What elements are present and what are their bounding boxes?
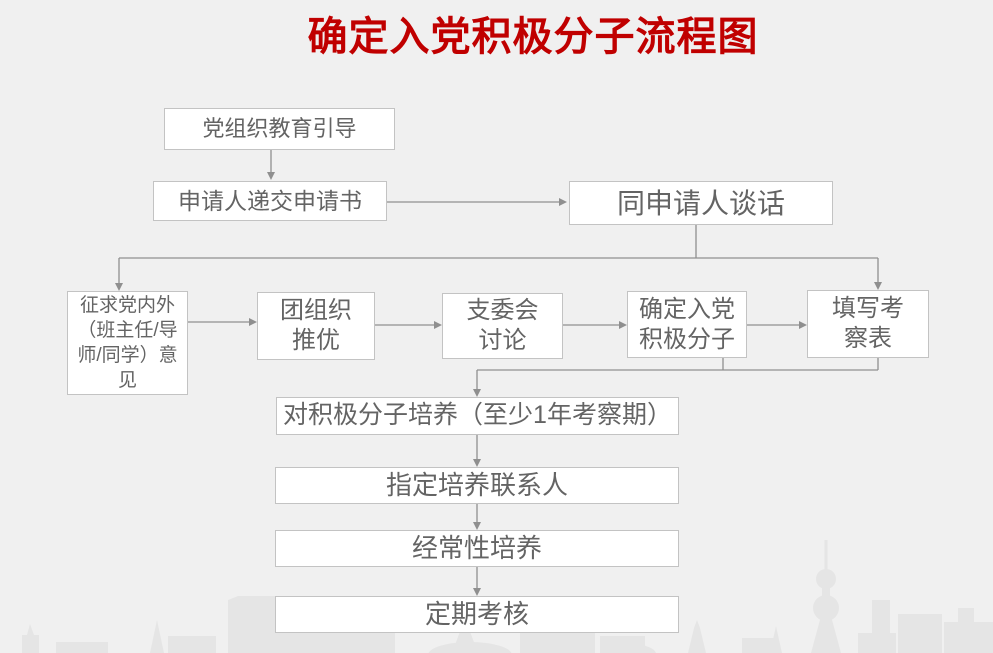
diagram-title: 确定入党积极分子流程图 xyxy=(307,15,759,59)
node-label: 经常性培养 xyxy=(411,533,542,564)
node-fill-observation-form: 填写考 察表 xyxy=(807,290,929,358)
node-league-recommendation: 团组织 推优 xyxy=(257,292,375,360)
node-label: 征求党内外 （班主任/导 师/同学）意 见 xyxy=(77,294,178,392)
node-label: 同申请人谈话 xyxy=(616,187,785,219)
node-label: 确定入党 积极分子 xyxy=(639,295,735,353)
node-label: 对积极分子培养（至少1年考察期） xyxy=(283,401,672,430)
node-solicit-opinions: 征求党内外 （班主任/导 师/同学）意 见 xyxy=(67,291,188,395)
node-cultivate-activist: 对积极分子培养（至少1年考察期） xyxy=(276,397,679,435)
node-branch-committee-discussion: 支委会 讨论 xyxy=(442,293,563,359)
node-label: 填写考 察表 xyxy=(832,295,904,352)
node-label: 指定培养联系人 xyxy=(385,470,568,501)
node-submit-application: 申请人递交申请书 xyxy=(153,181,387,221)
node-label: 支委会 讨论 xyxy=(466,297,539,354)
node-confirm-activist: 确定入党 积极分子 xyxy=(627,291,747,358)
node-label: 定期考核 xyxy=(424,599,529,630)
node-label: 申请人递交申请书 xyxy=(178,187,362,214)
node-label: 团组织 推优 xyxy=(280,297,352,354)
node-label: 党组织教育引导 xyxy=(202,116,357,142)
node-assign-cultivation-contact: 指定培养联系人 xyxy=(275,467,679,504)
node-party-education: 党组织教育引导 xyxy=(164,108,395,150)
node-talk-with-applicant: 同申请人谈话 xyxy=(569,181,833,225)
node-regular-cultivation: 经常性培养 xyxy=(275,530,679,567)
node-periodic-assessment: 定期考核 xyxy=(275,596,679,633)
